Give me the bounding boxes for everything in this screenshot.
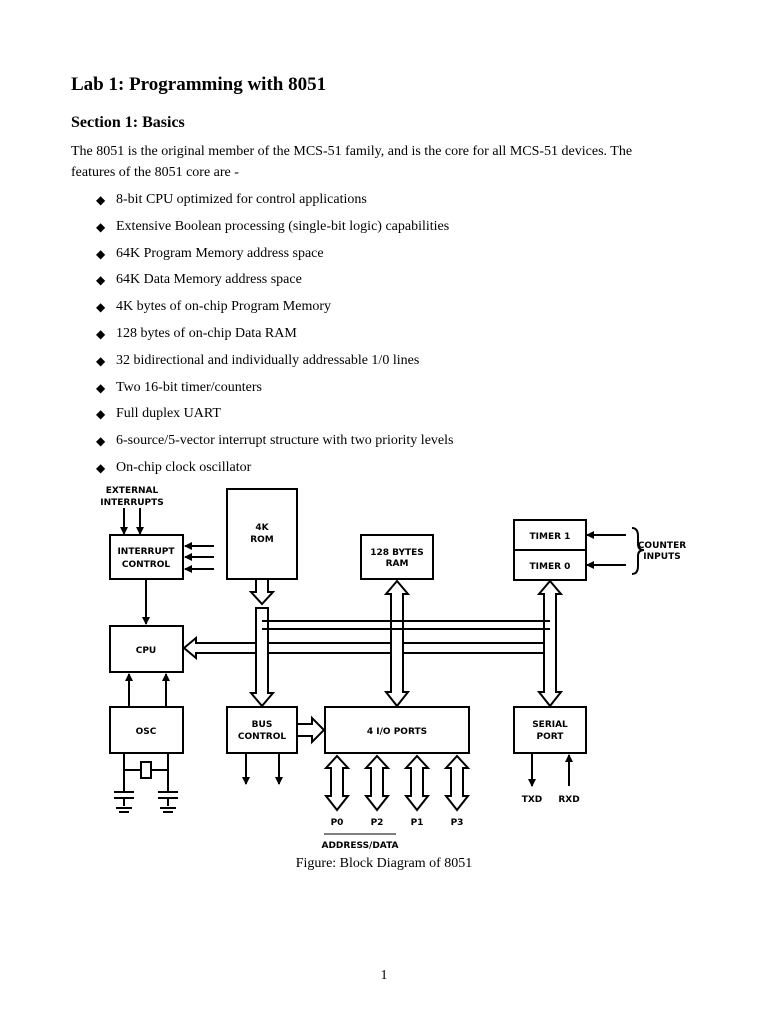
feature-text: Full duplex UART — [116, 406, 221, 422]
list-item: ◆ 6-source/5-vector interrupt structure w… — [96, 431, 453, 458]
intro-paragraph-line-2: features of the 8051 core are - — [71, 165, 239, 180]
p0-label: P0 — [331, 818, 344, 828]
list-item: ◆ 8-bit CPU optimized for control applica… — [96, 190, 453, 217]
external-interrupts-label: EXTERNAL — [106, 486, 159, 496]
list-item: ◆ 32 bidirectional and individually addre… — [96, 351, 453, 378]
diamond-bullet-icon: ◆ — [96, 246, 106, 261]
list-item: ◆ Full duplex UART — [96, 404, 453, 431]
diamond-bullet-icon: ◆ — [96, 380, 106, 395]
crystal-icon — [114, 753, 178, 813]
page-title: Lab 1: Programming with 8051 — [71, 74, 327, 95]
figure-caption: Figure: Block Diagram of 8051 — [295, 856, 473, 871]
section-title: Section 1: Basics — [71, 114, 185, 131]
diamond-bullet-icon: ◆ — [96, 219, 106, 234]
feature-text: 64K Program Memory address space — [116, 245, 324, 261]
feature-text: 32 bidirectional and individually addres… — [116, 352, 420, 368]
bus-control-block — [226, 706, 298, 754]
ram-label: 128 BYTES — [370, 548, 424, 558]
feature-text: 128 bytes of on-chip Data RAM — [116, 325, 297, 341]
osc-label: OSC — [136, 727, 157, 737]
rom-label: 4K — [255, 523, 269, 533]
diamond-bullet-icon: ◆ — [96, 434, 106, 449]
bus-control-label: CONTROL — [238, 732, 287, 742]
counter-inputs-label: COUNTER — [638, 541, 686, 551]
rom-label: ROM — [250, 535, 274, 545]
feature-text: Extensive Boolean processing (single-bit… — [116, 218, 450, 234]
list-item: ◆ Two 16-bit timer/counters — [96, 378, 453, 405]
serial-port-block — [513, 706, 587, 754]
cpu-block — [109, 625, 184, 673]
diamond-bullet-icon: ◆ — [96, 407, 106, 422]
page-number: 1 — [380, 968, 388, 983]
ram-block — [360, 534, 434, 580]
external-interrupts-label: INTERRUPTS — [100, 498, 164, 508]
io-ports-label: 4 I/O PORTS — [367, 727, 427, 737]
bus-control-label: BUS — [252, 720, 273, 730]
address-data-label: ADDRESS/DATA — [322, 841, 399, 851]
timer0-label: TIMER 0 — [530, 562, 571, 572]
feature-list: ◆ 8-bit CPU optimized for control applica… — [96, 190, 453, 485]
diamond-bullet-icon: ◆ — [96, 460, 106, 475]
p3-label: P3 — [451, 818, 464, 828]
list-item: ◆ 64K Data Memory address space — [96, 270, 453, 297]
interrupt-control-label: INTERRUPT — [117, 547, 175, 557]
diamond-bullet-icon: ◆ — [96, 273, 106, 288]
block-diagram-8051: EXTERNAL INTERRUPTS INTERRUPT CONTROL 4K… — [100, 486, 686, 851]
feature-text: 64K Data Memory address space — [116, 272, 302, 288]
p2-label: P2 — [371, 818, 384, 828]
interrupt-control-block — [109, 534, 184, 580]
diamond-bullet-icon: ◆ — [96, 193, 106, 207]
rxd-label: RXD — [558, 795, 579, 805]
list-item: ◆ 64K Program Memory address space — [96, 244, 453, 271]
timer1-label: TIMER 1 — [530, 532, 571, 542]
feature-text: 4K bytes of on-chip Program Memory — [116, 299, 332, 315]
serial-port-label: PORT — [537, 732, 565, 742]
counter-inputs-label: INPUTS — [643, 552, 680, 562]
interrupt-control-label: CONTROL — [122, 560, 171, 570]
cpu-label: CPU — [136, 646, 157, 656]
diamond-bullet-icon: ◆ — [96, 326, 106, 341]
p1-label: P1 — [411, 818, 424, 828]
diamond-bullet-icon: ◆ — [96, 300, 106, 315]
feature-text: 6-source/5-vector interrupt structure wi… — [116, 433, 454, 449]
osc-block — [109, 706, 184, 754]
list-item: ◆ 128 bytes of on-chip Data RAM — [96, 324, 453, 351]
serial-port-label: SERIAL — [532, 720, 568, 730]
feature-text: On-chip clock oscillator — [116, 459, 252, 475]
diamond-bullet-icon: ◆ — [96, 353, 106, 368]
feature-text: 8-bit CPU optimized for control applicat… — [116, 192, 367, 207]
ram-label: RAM — [386, 559, 409, 569]
txd-label: TXD — [522, 795, 543, 805]
intro-paragraph-line-1: The 8051 is the original member of the M… — [71, 144, 633, 159]
list-item: ◆ Extensive Boolean processing (single-bi… — [96, 217, 453, 244]
feature-text: Two 16-bit timer/counters — [116, 379, 262, 395]
list-item: ◆ On-chip clock oscillator — [96, 458, 453, 485]
rom-block — [226, 488, 298, 580]
list-item: ◆ 4K bytes of on-chip Program Memory — [96, 297, 453, 324]
